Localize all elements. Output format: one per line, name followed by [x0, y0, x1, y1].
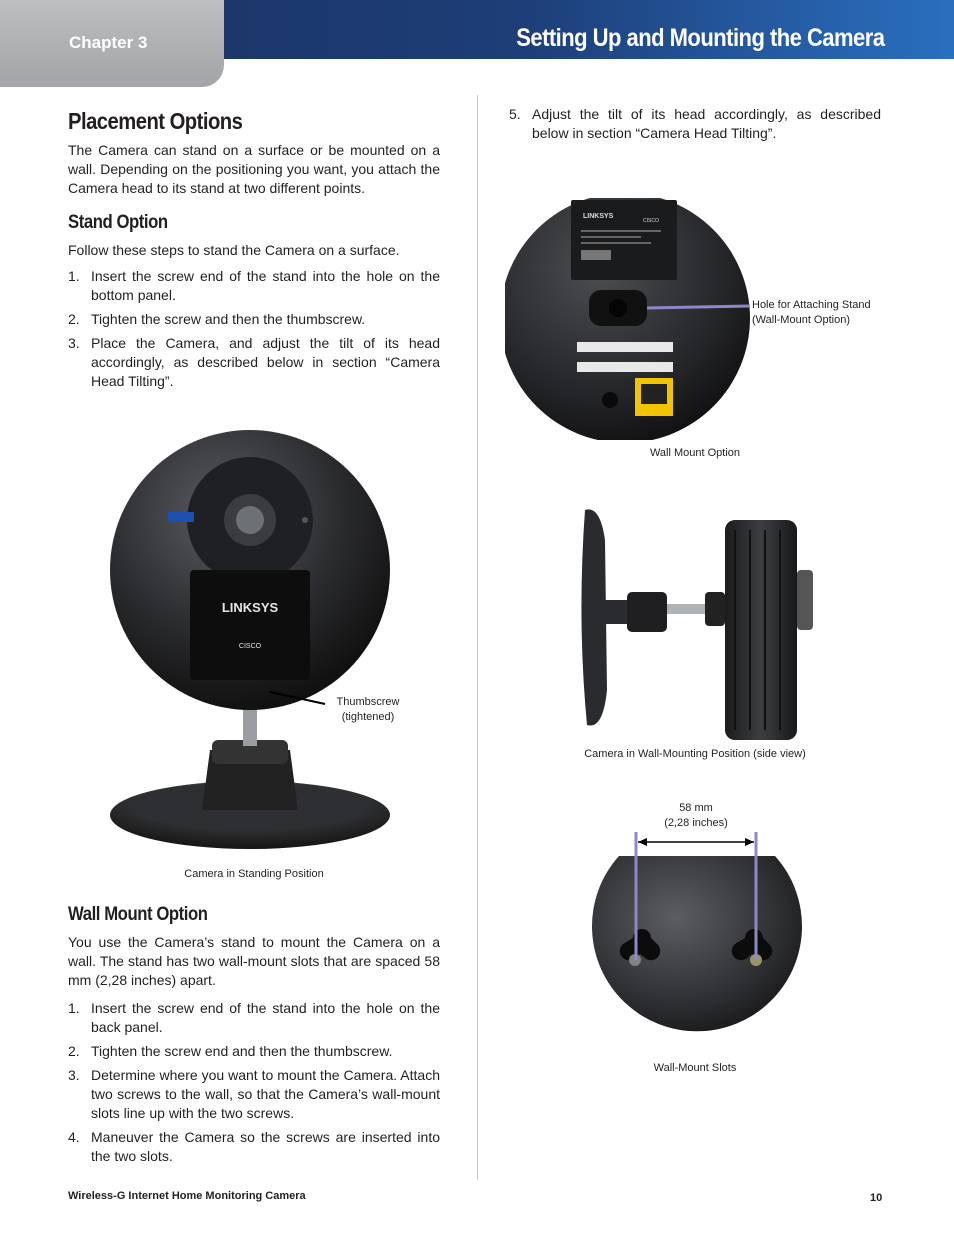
list-item: 1.Insert the screw end of the stand into… — [68, 1000, 440, 1035]
standing-figure-caption: Camera in Standing Position — [184, 868, 324, 880]
standing-camera-figure: LINKSYS CISCO — [100, 420, 440, 860]
stand-steps-continued: 5.Adjust the tilt of its head accordingl… — [509, 105, 881, 143]
side-view-illustration — [581, 509, 813, 740]
camera-brand-logo: LINKSYS — [222, 600, 279, 615]
list-item: 3.Determine where you want to mount the … — [68, 1067, 440, 1121]
thumbscrew-callout: Thumbscrew (tightened) — [336, 696, 400, 723]
wall-mount-slots-caption: Wall-Mount Slots — [653, 1062, 737, 1074]
list-item: 2.Tighten the screw and then the thumbsc… — [68, 311, 366, 327]
wall-mount-option-caption: Wall Mount Option — [649, 447, 741, 459]
camera-subbrand-logo: CISCO — [239, 643, 262, 650]
list-item: 2.Tighten the screw end and then the thu… — [68, 1043, 393, 1059]
page-number: 10 — [870, 1192, 883, 1204]
list-item: 4.Maneuver the Camera so the screws are … — [68, 1129, 440, 1164]
stand-hole-callout: Hole for Attaching Stand (Wall-Mount Opt… — [752, 299, 871, 326]
placement-intro: The Camera can stand on a surface or be … — [68, 142, 440, 196]
wall-mount-section: Wall Mount Option You use the Camera’s s… — [68, 904, 440, 1171]
side-view-figure — [575, 500, 825, 740]
back-subbrand-logo: CISCO — [643, 218, 659, 224]
list-item: 1.Insert the screw end of the stand into… — [68, 268, 440, 303]
chapter-tab: Chapter 3 — [0, 0, 224, 87]
back-panel-figure: LINKSYS CISCO — [500, 178, 751, 443]
slot-spacing-label: 58 mm (2,28 inches) — [664, 802, 728, 829]
stand-steps: 1.Insert the screw end of the stand into… — [68, 267, 440, 391]
back-brand-logo: LINKSYS — [583, 213, 614, 220]
list-item: 5.Adjust the tilt of its head accordingl… — [509, 106, 881, 141]
left-column: Placement Options The Camera can stand o… — [68, 105, 440, 396]
wall-mount-heading: Wall Mount Option — [68, 904, 208, 925]
chapter-label: Chapter 3 — [69, 33, 148, 52]
back-panel-illustration: LINKSYS CISCO — [500, 178, 751, 443]
footer-product-name: Wireless-G Internet Home Monitoring Came… — [68, 1190, 306, 1202]
stand-option-heading: Stand Option — [68, 212, 168, 233]
placement-options-heading: Placement Options — [68, 108, 243, 134]
wall-mount-slots-illustration — [592, 832, 802, 1032]
wall-mount-slots-figure — [585, 830, 810, 1052]
page-title: Setting Up and Mounting the Camera — [515, 24, 885, 52]
wall-mount-steps: 1.Insert the screw end of the stand into… — [68, 999, 440, 1166]
column-divider — [477, 95, 478, 1180]
stand-intro: Follow these steps to stand the Camera o… — [68, 242, 400, 258]
wall-mount-intro: You use the Camera’s stand to mount the … — [68, 934, 440, 988]
side-view-caption: Camera in Wall-Mounting Position (side v… — [584, 748, 806, 760]
list-item: 3.Place the Camera, and adjust the tilt … — [68, 335, 440, 389]
standing-camera-illustration: LINKSYS CISCO — [110, 430, 390, 849]
right-column: 5.Adjust the tilt of its head accordingl… — [509, 105, 881, 148]
